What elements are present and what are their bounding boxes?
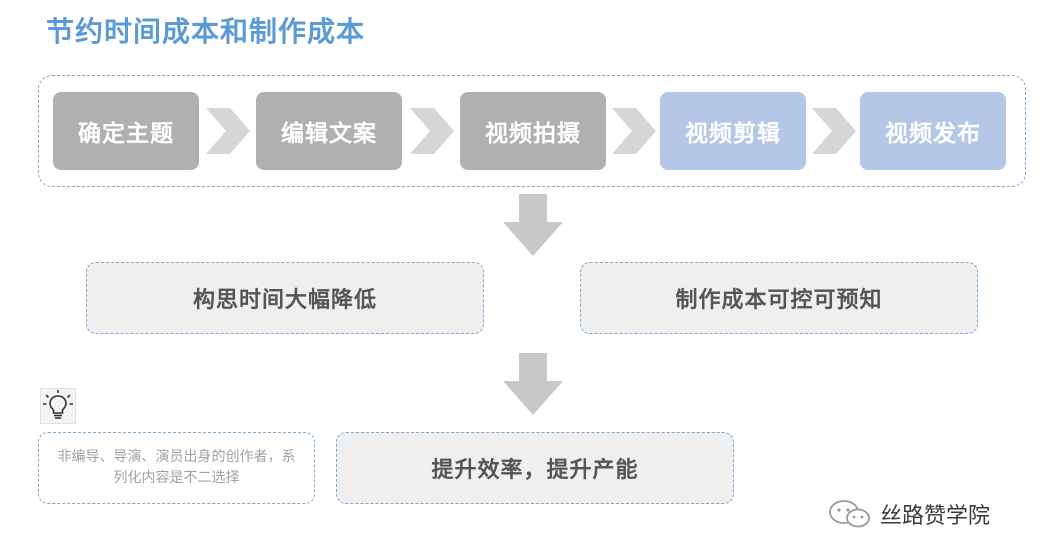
step-edit-copy: 编辑文案 bbox=[256, 92, 402, 170]
watermark-text: 丝路赞学院 bbox=[880, 504, 991, 529]
watermark: 丝路赞学院 bbox=[828, 498, 990, 530]
result-ideation-time: 构思时间大幅降低 bbox=[86, 262, 484, 334]
wechat-icon bbox=[829, 500, 870, 528]
step-determine-topic: 确定主题 bbox=[53, 92, 199, 170]
down-arrow-icon bbox=[503, 194, 563, 256]
chevron-right-icon bbox=[612, 108, 656, 154]
page-title: 节约时间成本和制作成本 bbox=[46, 15, 366, 48]
step-video-shoot: 视频拍摄 bbox=[460, 92, 606, 170]
down-arrow-icon bbox=[503, 353, 563, 415]
chevron-right-icon bbox=[206, 108, 250, 154]
chevron-right-icon bbox=[410, 108, 454, 154]
chevron-right-icon bbox=[812, 108, 856, 154]
result-production-cost: 制作成本可控可预知 bbox=[580, 262, 978, 334]
creator-note-text: 非编导、导演、演员出身的创作者，系列化内容是不二选择 bbox=[57, 449, 296, 486]
process-container bbox=[38, 75, 1026, 187]
step-video-publish: 视频发布 bbox=[860, 92, 1006, 170]
outcome-box: 提升效率，提升产能 bbox=[336, 432, 734, 504]
step-video-edit: 视频剪辑 bbox=[660, 92, 806, 170]
lightbulb-icon bbox=[40, 388, 76, 424]
creator-note: 非编导、导演、演员出身的创作者，系列化内容是不二选择 bbox=[38, 432, 315, 504]
